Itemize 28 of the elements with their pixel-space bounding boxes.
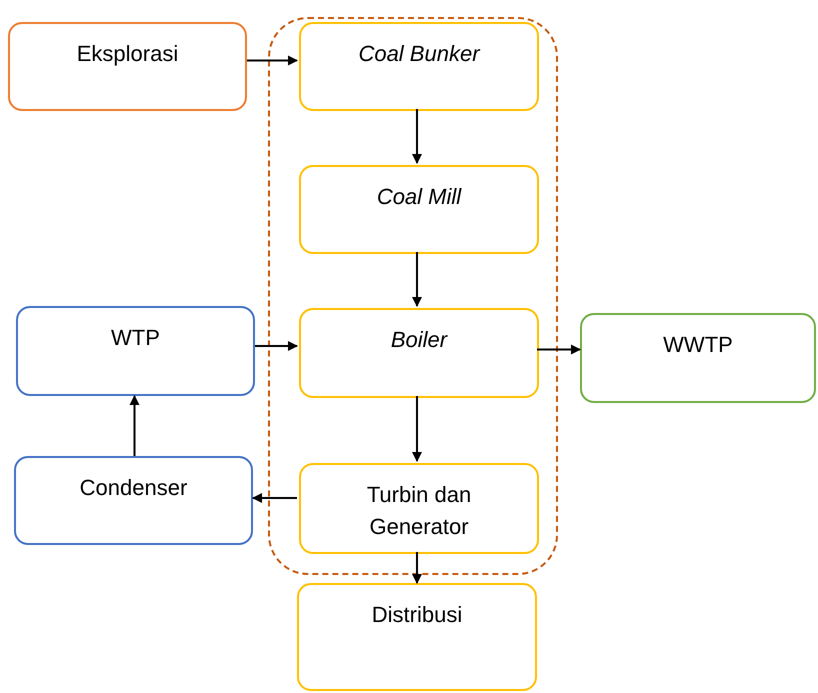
node-label: WWTP — [662, 331, 734, 359]
process-box — [16, 306, 255, 396]
node-label: Coal Bunker — [357, 40, 482, 68]
arrow — [255, 341, 298, 351]
arrow — [130, 395, 140, 456]
process-box — [299, 22, 539, 111]
process-box — [297, 583, 537, 691]
process-box — [8, 22, 247, 111]
process-box — [299, 463, 539, 554]
process-box — [580, 313, 816, 403]
node-label: Eksplorasi — [76, 40, 180, 68]
arrow — [412, 252, 422, 307]
node-label: Condenser — [78, 474, 188, 502]
arrow — [412, 109, 422, 164]
arrow — [252, 493, 297, 503]
node-label: Distribusi — [370, 601, 464, 629]
group-outline — [268, 17, 558, 575]
node-label: Turbin dan Generator — [366, 481, 472, 541]
arrow — [412, 396, 422, 462]
node-label: Boiler — [390, 326, 449, 354]
arrow — [412, 552, 422, 584]
node-label: Coal Mill — [376, 183, 463, 211]
node-label: WTP — [110, 324, 161, 352]
process-box — [299, 308, 539, 398]
arrow — [247, 56, 298, 66]
process-box — [299, 165, 539, 254]
process-box — [14, 456, 253, 545]
arrow — [537, 344, 581, 354]
